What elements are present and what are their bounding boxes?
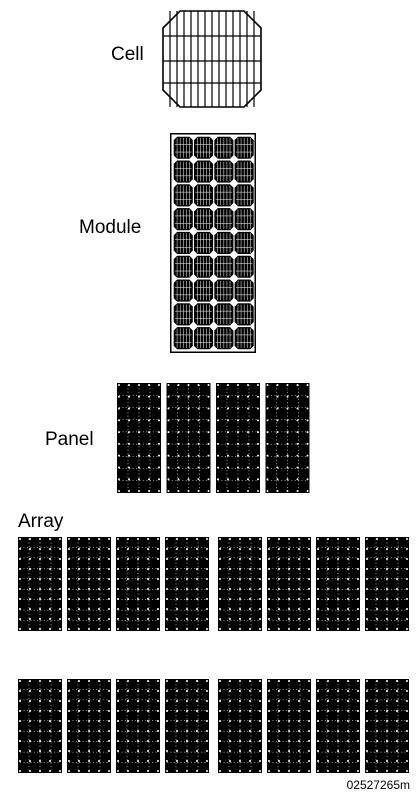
array-module	[116, 679, 160, 773]
module-cell	[234, 255, 254, 278]
cell-wafer	[162, 10, 262, 108]
module-cell	[173, 303, 193, 326]
module-cell	[173, 136, 193, 159]
module-cell	[234, 136, 254, 159]
array-label: Array	[18, 511, 64, 532]
module-cell	[173, 327, 193, 350]
panel-module	[166, 383, 211, 493]
module-cell	[234, 303, 254, 326]
module-cell	[193, 255, 214, 278]
module-cell	[214, 184, 234, 207]
module-cell	[214, 255, 234, 278]
module-cell	[234, 231, 254, 254]
module-cell	[234, 279, 254, 302]
module-cell	[214, 136, 234, 159]
module-cell	[193, 160, 214, 183]
module-cell	[173, 208, 193, 231]
array-module	[316, 679, 360, 773]
module-cell	[214, 279, 234, 302]
module-label: Module	[79, 217, 142, 238]
array-module	[18, 679, 62, 773]
module-cell	[193, 136, 214, 159]
module-cell	[173, 160, 193, 183]
module-cell	[234, 327, 254, 350]
panel-label: Panel	[45, 429, 94, 450]
array-module	[67, 679, 111, 773]
cell-label: Cell	[111, 44, 144, 65]
array-module	[18, 537, 62, 631]
array-module	[267, 537, 311, 631]
module-cell	[173, 231, 193, 254]
module-cell	[214, 231, 234, 254]
figure-id: 02527265m	[346, 778, 410, 792]
array-module	[365, 537, 409, 631]
module-cell	[193, 184, 214, 207]
array-module	[67, 537, 111, 631]
panel-module	[216, 383, 260, 493]
module-cell	[173, 255, 193, 278]
module-cell	[193, 231, 214, 254]
solar-module-illustration	[170, 133, 256, 353]
module-cell	[214, 208, 234, 231]
module-cell	[234, 208, 254, 231]
solar-cell-illustration	[162, 10, 262, 108]
panel-module	[117, 383, 161, 493]
module-cell	[193, 208, 214, 231]
solar-panel-illustration	[117, 383, 310, 493]
array-module	[218, 679, 262, 773]
array-module	[116, 537, 160, 631]
array-module	[165, 679, 209, 773]
module-cell	[234, 184, 254, 207]
module-cell	[173, 184, 193, 207]
array-module	[316, 537, 360, 631]
module-cell	[214, 327, 234, 350]
module-cell	[214, 303, 234, 326]
solar-array-illustration	[18, 537, 409, 773]
array-module	[365, 679, 409, 773]
module-cell	[173, 279, 193, 302]
module-cell	[214, 160, 234, 183]
panel-module	[265, 383, 310, 493]
array-module	[165, 537, 209, 631]
module-cell	[193, 327, 214, 350]
array-module	[218, 537, 262, 631]
array-module	[267, 679, 311, 773]
module-cell	[234, 160, 254, 183]
module-cell	[193, 303, 214, 326]
module-cell	[193, 279, 214, 302]
